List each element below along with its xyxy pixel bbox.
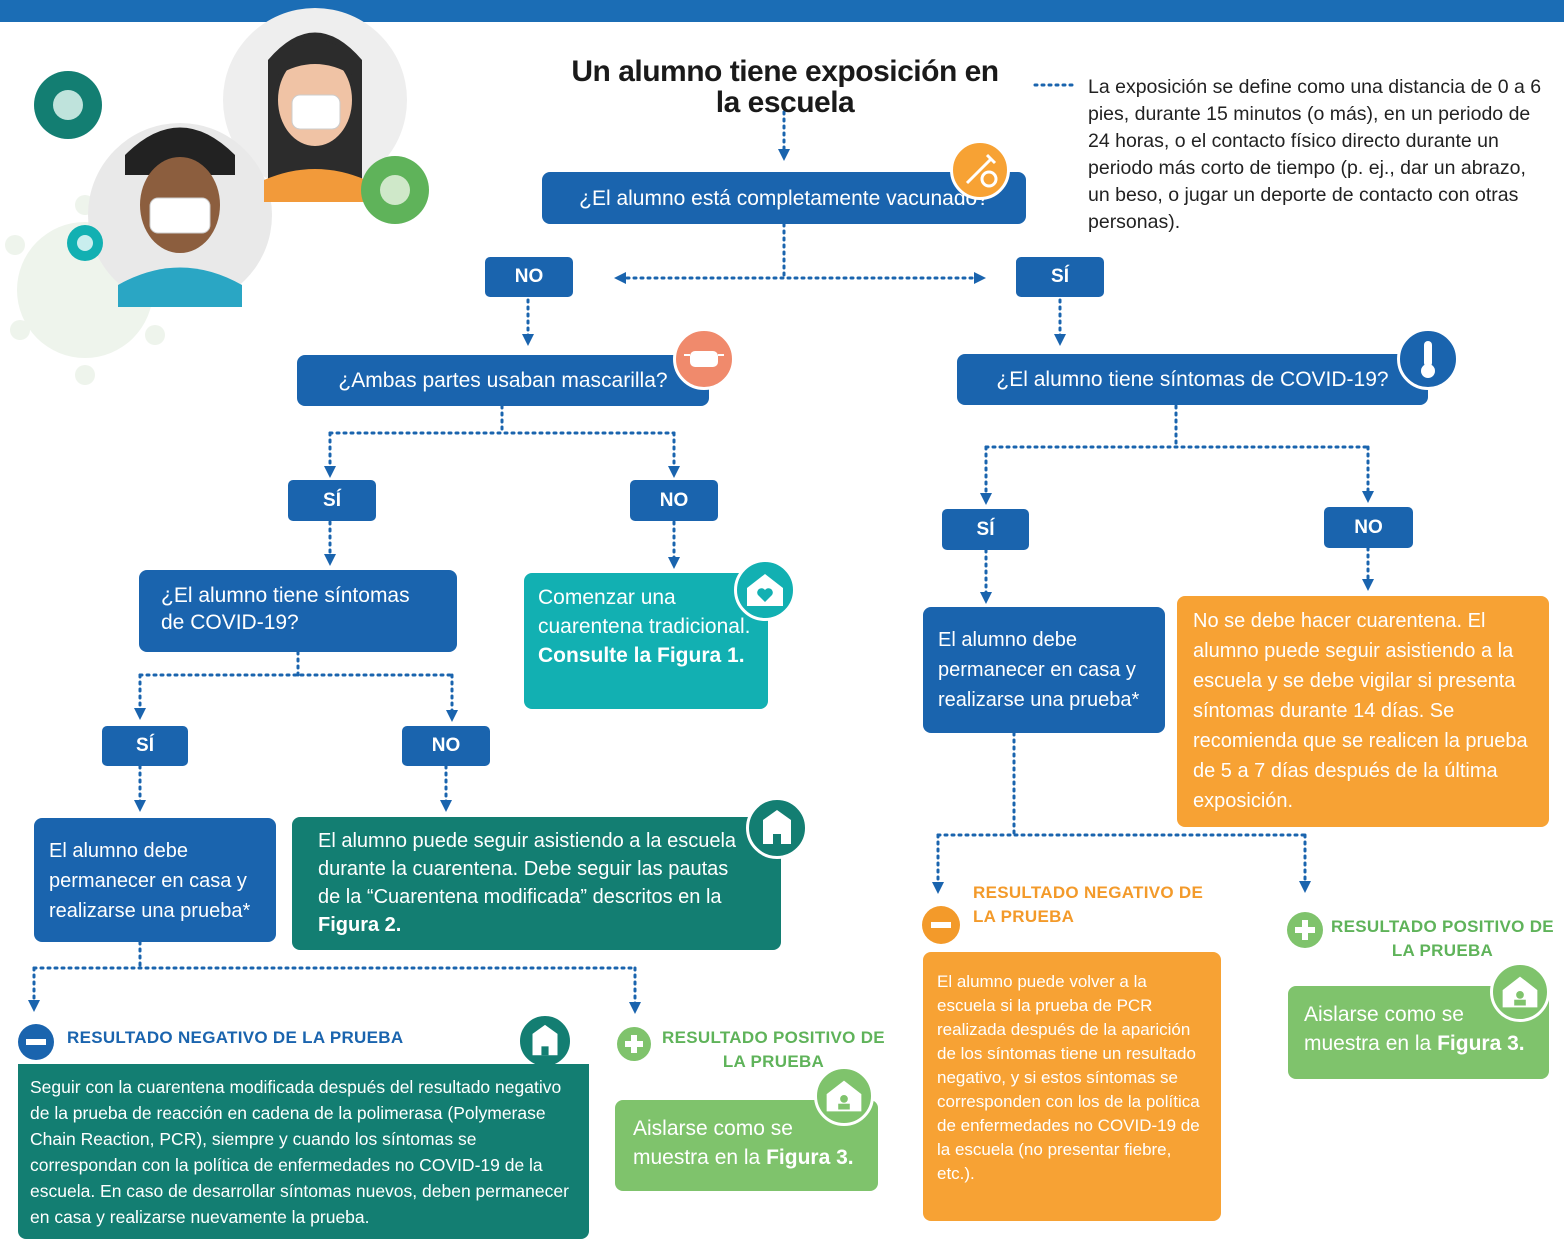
question-symptoms-right: ¿El alumno tiene síntomas de COVID-19? — [957, 354, 1428, 405]
minus-circle-icon — [922, 906, 960, 944]
modified-text: El alumno puede seguir asistiendo a la e… — [318, 830, 737, 908]
traditional-text: Comenzar una cuarentena tradicional. — [538, 586, 751, 638]
heart-home-icon — [734, 559, 796, 621]
isolate-text-right: Aislarse como se muestra en la — [1304, 1003, 1464, 1055]
plus-circle-icon — [617, 1027, 651, 1061]
school-icon — [746, 797, 808, 859]
label-no-symptoms-left: NO — [402, 726, 490, 766]
isolate-box-left: Aislarse como se muestra en la Figura 3. — [615, 1100, 878, 1191]
negative-result-label-left: RESULTADO NEGATIVO DE LA PRUEBA — [67, 1028, 404, 1047]
label-si-symptoms-right: SÍ — [942, 509, 1029, 550]
label-no-vaccinated: NO — [485, 257, 573, 297]
people-illustration — [5, 8, 429, 385]
plus-circle-icon — [1287, 912, 1323, 948]
syringe-icon — [950, 140, 1010, 200]
traditional-quarantine-box: Comenzar una cuarentena tradicional. Con… — [524, 573, 768, 709]
modified-quarantine-box: El alumno puede seguir asistiendo a la e… — [292, 817, 781, 950]
label-no-masks: NO — [630, 480, 718, 521]
positive-result-label-left: RESULTADO POSITIVO DE LA PRUEBA — [662, 1028, 885, 1071]
question-vaccinated: ¿El alumno está completamente vacunado? — [542, 172, 1026, 224]
negative-result-box-left: Seguir con la cuarentena modificada desp… — [18, 1064, 589, 1239]
traditional-ref: Consulte la Figura 1. — [538, 644, 745, 667]
negative-result-label-right: RESULTADO NEGATIVO DE LA PRUEBA — [973, 883, 1204, 926]
label-si-masks: SÍ — [288, 480, 376, 521]
diagram-title: Un alumno tiene exposición en la escuela — [571, 55, 999, 119]
minus-circle-icon — [18, 1024, 54, 1060]
negative-result-box-right: El alumno puede volver a la escuela si l… — [923, 952, 1221, 1221]
no-quarantine-box: No se debe hacer cuarentena. El alumno p… — [1177, 596, 1549, 827]
label-si-vaccinated: SÍ — [1016, 257, 1104, 297]
isolate-ref-left: Figura 3. — [766, 1146, 854, 1169]
question-masks: ¿Ambas partes usaban mascarilla? — [297, 355, 709, 406]
exposure-definition: La exposición se define como una distanc… — [1088, 76, 1542, 233]
stay-home-box-left: El alumno debe permanecer en casa y real… — [34, 818, 276, 942]
thermometer-icon — [1397, 328, 1459, 390]
modified-ref: Figura 2. — [318, 914, 402, 936]
mask-icon — [673, 328, 735, 390]
label-si-symptoms-left: SÍ — [102, 726, 188, 766]
stay-home-box-right: El alumno debe permanecer en casa y real… — [923, 607, 1165, 733]
isolate-ref-right: Figura 3. — [1437, 1032, 1525, 1055]
question-symptoms-left: ¿El alumno tiene síntomas de COVID-19? — [139, 570, 457, 652]
school-icon — [517, 1013, 573, 1069]
house-person-icon — [1490, 962, 1550, 1022]
label-no-symptoms-right: NO — [1324, 507, 1413, 548]
isolate-text-left: Aislarse como se muestra en la — [633, 1117, 793, 1169]
positive-result-label-right: RESULTADO POSITIVO DE LA PRUEBA — [1331, 917, 1554, 960]
top-banner — [0, 0, 1564, 22]
house-person-icon — [814, 1066, 874, 1126]
